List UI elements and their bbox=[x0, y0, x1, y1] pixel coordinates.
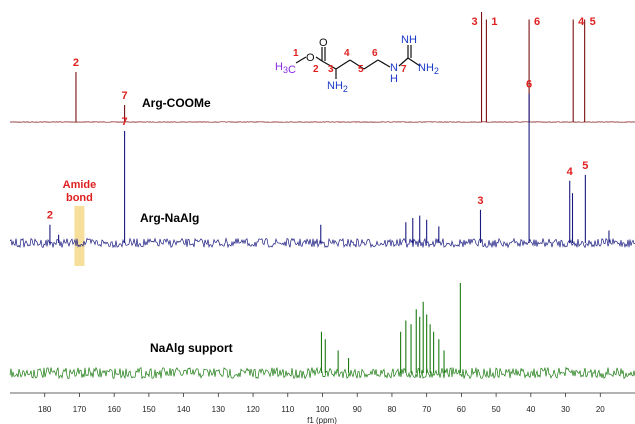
x-tick-label: 60 bbox=[457, 405, 466, 414]
x-axis-ticks: 180 170 160 150 140 130 120 110 100 90 80 70 60 50 40 3… bbox=[38, 393, 605, 414]
structure-number-6: 6 bbox=[372, 48, 378, 59]
series-label-arg-naalg: Arg-NaAlg bbox=[140, 211, 199, 225]
spectrum-naalg-support bbox=[9, 283, 635, 380]
structure-number-3: 3 bbox=[328, 64, 334, 75]
series-label-naalg-support: NaAlg support bbox=[150, 341, 233, 355]
amide-bond-highlight bbox=[74, 206, 85, 266]
alpha-amine: NH2 bbox=[327, 80, 348, 94]
arginine-methyl-ester-structure: H3C O O NH2 N H NH NH2 1 2 3 4 5 6 7 bbox=[275, 34, 439, 94]
peak-label: 5 bbox=[590, 16, 596, 28]
structure-number-5: 5 bbox=[358, 64, 364, 75]
x-tick-label: 30 bbox=[561, 405, 570, 414]
peak-label: 7 bbox=[122, 90, 128, 102]
guanidine-nh: N bbox=[390, 62, 398, 74]
x-tick-label: 130 bbox=[212, 405, 226, 414]
peak-label: 6 bbox=[534, 16, 540, 28]
x-tick-label: 40 bbox=[526, 405, 535, 414]
peak-label: 3 bbox=[471, 16, 477, 28]
peak-label: 6 bbox=[526, 79, 532, 91]
carbonyl-oxygen: O bbox=[319, 37, 328, 49]
peak-label: 4 bbox=[578, 16, 585, 28]
peak-label: 2 bbox=[47, 210, 53, 222]
x-tick-label: 160 bbox=[107, 405, 121, 414]
amide-annotation-line1: Amide bbox=[63, 179, 97, 191]
peak-label: 3 bbox=[477, 195, 483, 207]
x-tick-label: 140 bbox=[177, 405, 191, 414]
x-tick-label: 180 bbox=[38, 405, 52, 414]
structure-number-4: 4 bbox=[344, 48, 350, 59]
x-tick-label: 120 bbox=[246, 405, 260, 414]
guanidine-nh2: NH2 bbox=[418, 62, 439, 76]
x-tick-label: 50 bbox=[492, 405, 501, 414]
x-tick-label: 90 bbox=[353, 405, 362, 414]
x-tick-label: 150 bbox=[142, 405, 156, 414]
x-tick-label: 80 bbox=[387, 405, 396, 414]
amide-annotation-line2: bond bbox=[66, 192, 93, 204]
guanidine-imine: NH bbox=[401, 34, 417, 46]
structure-number-1: 1 bbox=[293, 48, 299, 59]
peak-label: 4 bbox=[567, 166, 574, 178]
peak-label: 5 bbox=[582, 160, 588, 172]
methyl-group: H3C bbox=[275, 61, 296, 76]
x-tick-label: 70 bbox=[422, 405, 431, 414]
x-tick-label: 110 bbox=[281, 405, 294, 414]
series-label-arg-coome: Arg-COOMe bbox=[142, 96, 211, 110]
peak-label: 1 bbox=[491, 16, 497, 28]
structure-number-7: 7 bbox=[401, 64, 407, 75]
guanidine-h: H bbox=[390, 73, 398, 85]
x-tick-label: 20 bbox=[596, 405, 605, 414]
x-tick-label: 170 bbox=[73, 405, 87, 414]
x-tick-label: 100 bbox=[316, 405, 330, 414]
baseline-trace bbox=[9, 237, 635, 249]
structure-number-2: 2 bbox=[313, 64, 319, 75]
peak-label: 2 bbox=[73, 57, 79, 69]
ester-oxygen: O bbox=[306, 52, 315, 64]
x-axis-label: f1 (ppm) bbox=[307, 416, 337, 424]
peak-label: 7 bbox=[122, 116, 128, 128]
baseline-trace bbox=[9, 366, 635, 380]
